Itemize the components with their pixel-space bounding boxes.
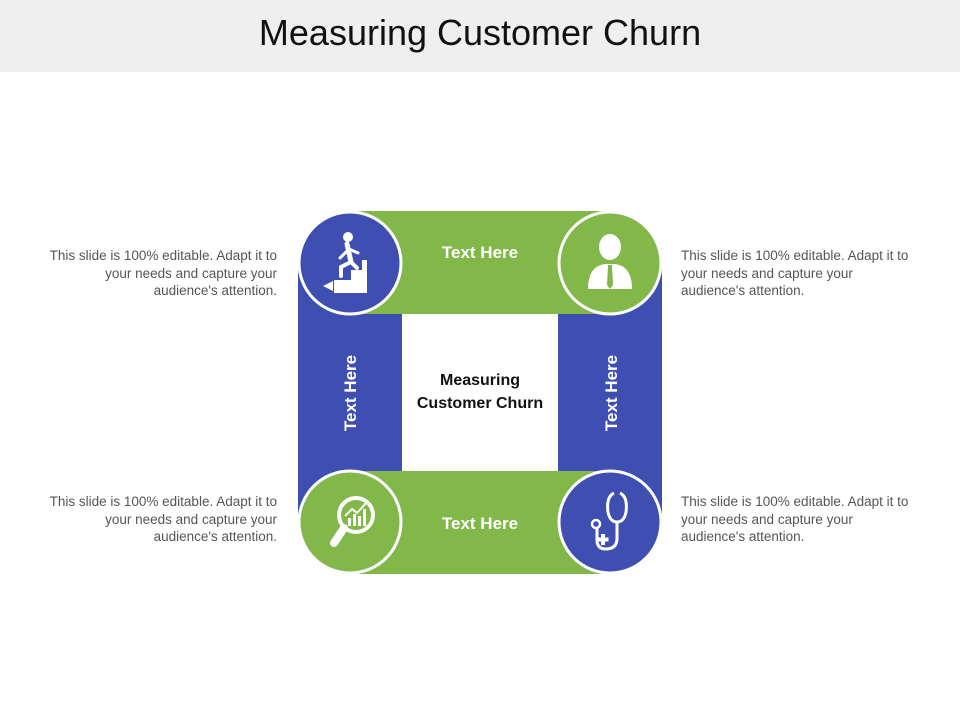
bottom-bar (350, 471, 610, 574)
description-bottom-right: This slide is 100% editable. Adapt it to… (681, 494, 909, 544)
stethoscope-icon (590, 491, 628, 551)
title-bar: Measuring Customer Churn (0, 0, 960, 72)
magnifier-chart-icon (330, 496, 375, 547)
center-label-line2: Customer Churn (417, 395, 543, 412)
top-bar (350, 211, 610, 314)
bottom-label: Text Here (442, 514, 518, 533)
description-bottom-left: This slide is 100% editable. Adapt it to… (49, 494, 277, 544)
climbing-stairs-icon (323, 232, 367, 293)
businessman-icon (588, 234, 632, 289)
center-label-line1: Measuring (440, 372, 520, 389)
right-label: Text Here (602, 355, 621, 431)
description-top-right: This slide is 100% editable. Adapt it to… (681, 248, 909, 298)
center-box (402, 314, 558, 471)
circle-bottom-right (557, 469, 663, 575)
top-label: Text Here (442, 243, 518, 262)
circle-top-right (557, 210, 663, 316)
description-top-left: This slide is 100% editable. Adapt it to… (49, 248, 277, 298)
page-title: Measuring Customer Churn (258, 12, 702, 53)
left-label: Text Here (341, 355, 360, 431)
